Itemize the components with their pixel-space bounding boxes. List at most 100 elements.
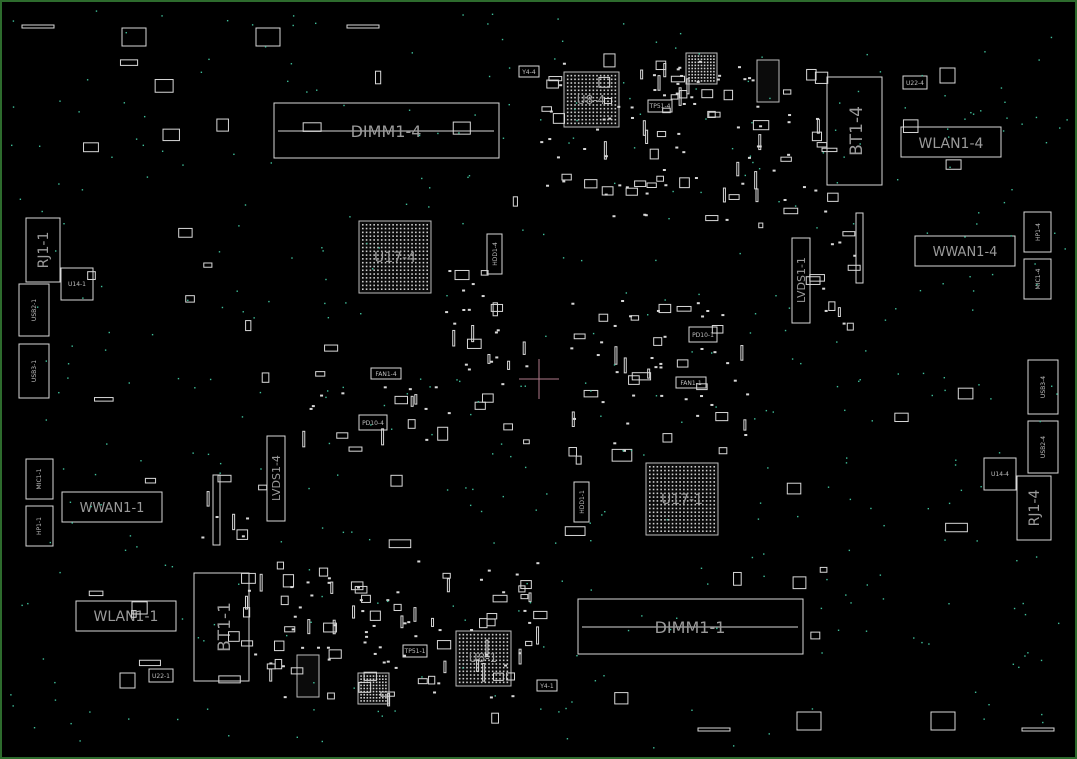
component [348,446,363,452]
bga-ball [418,280,421,283]
rj-jack-1-1[interactable]: RJ1-1 [25,217,61,283]
wwan-slot-1-1[interactable]: WWAN1-1 [61,491,163,523]
bga-ball [671,473,674,476]
via [136,546,138,548]
bga-ball [469,655,472,658]
bga-ball [664,465,666,468]
bga-ball [700,58,703,60]
usb-port-2-1[interactable]: USB2-1 [18,283,50,337]
mic-jack-1-1[interactable]: MIC1-1 [25,458,54,500]
bga-chip-u17-4[interactable]: U17-4 [358,220,432,294]
bga-ball [462,652,465,654]
via [140,460,142,462]
bga-ball [495,641,498,643]
part-pd10-4[interactable]: PD10-4 [358,414,388,431]
chip-u22-4[interactable]: U22-4 [902,75,928,90]
bga-ball [469,652,472,654]
chip-u14-4[interactable]: U14-4 [983,457,1017,491]
bga-ball [648,481,651,483]
usb-port-3-4[interactable]: USB3-4 [1027,359,1059,415]
hp-jack-1-1[interactable]: HP1-1 [25,505,54,547]
bga-ball [705,492,708,495]
crystal-y4-4[interactable]: Y4-4 [518,65,540,78]
mic-jack-1-4[interactable]: MIC1-4 [1023,258,1052,300]
battery-bt1-1[interactable]: BT1-1 [193,572,250,682]
bga-ball [694,500,697,502]
lvds-connector-1-1[interactable]: LVDS1-1 [791,237,811,324]
chip-u14-1[interactable]: U14-1 [60,267,94,301]
smd-pad [311,405,315,408]
bga-ball [477,641,479,643]
fan-connector-1-1[interactable]: FAN1-1 [675,376,707,389]
smd-pad [583,147,587,150]
hp-jack-1-4[interactable]: HP1-4 [1023,211,1052,253]
bga-ball [648,511,651,514]
lvds-connector-1-4[interactable]: LVDS1-4 [266,435,286,522]
bga-chip-u8-4[interactable]: U8-4 [563,71,620,128]
bga-ball [709,500,712,502]
via [429,187,431,189]
via [142,144,145,147]
bga-ball [610,107,613,110]
hdd-connector-1-4[interactable]: HDD1-4 [486,233,503,275]
bga-ball [596,111,598,114]
usb-port-3-1[interactable]: USB3-1 [18,343,50,399]
fan-connector-1-4[interactable]: FAN1-4 [370,367,402,380]
bga-ball [502,633,505,636]
dimm-slot-1-1[interactable]: DIMM1-1 [577,598,804,655]
bga-ball [656,496,659,498]
bga-ball [477,663,479,665]
via [368,538,371,541]
smd-pad [246,517,250,520]
via [845,594,847,596]
via [10,694,12,696]
bga-ball [570,111,573,114]
smd-pad [528,621,532,624]
bga-ball [691,58,693,60]
smd-pad [663,94,667,97]
dimm-slot-1-4[interactable]: DIMM1-4 [273,102,500,159]
bga-ball [418,261,421,264]
part-tp51-1[interactable]: TP51-1 [402,644,428,658]
bga-ball [599,89,602,92]
wwan1-1-label: WWAN1-1 [80,501,145,516]
bga-ball [694,519,697,521]
bga-ball [385,693,387,696]
bga-ball [710,80,712,82]
bga-ball [705,515,708,517]
bga-ball [399,242,402,245]
part-pd10-1[interactable]: PD10-1 [688,326,718,343]
chip-u22-1[interactable]: U22-1 [148,668,174,683]
via [988,703,990,706]
hdd-connector-1-1[interactable]: HDD1-1 [573,481,590,523]
bga-ball [690,484,693,487]
bga-chip-u17-1[interactable]: U17-1 [645,462,719,536]
bga-ball [466,652,468,654]
wwan-slot-1-4[interactable]: WWAN1-4 [914,235,1016,267]
smd-pad [562,180,566,183]
bga-ball [614,111,617,114]
smd-part [573,333,586,340]
via [290,63,293,65]
wlan-slot-1-1[interactable]: WLAN1-1 [75,600,177,632]
wlan-slot-1-4[interactable]: WLAN1-4 [900,126,1002,158]
via [767,467,769,469]
bga-ball [380,242,383,245]
bga-ball [691,64,693,67]
bga-chip-u8-1[interactable]: U8-1 [455,630,512,687]
bga-ball [396,242,398,245]
via [1042,721,1044,724]
component [216,118,229,132]
bga-ball [710,58,712,60]
crystal-y4-1[interactable]: Y4-1 [536,679,558,692]
bga-ball [683,511,685,514]
via [839,102,841,104]
bga-ball [688,77,690,79]
smd-pad [383,386,387,389]
usb-port-2-4[interactable]: USB2-4 [1027,420,1059,474]
bga-ball [660,500,662,502]
smd-pad [601,401,605,404]
rj-jack-1-4[interactable]: RJ1-4 [1016,475,1052,541]
part-tp51-4[interactable]: TP51-4 [647,99,673,113]
battery-bt1-4[interactable]: BT1-4 [826,76,883,186]
